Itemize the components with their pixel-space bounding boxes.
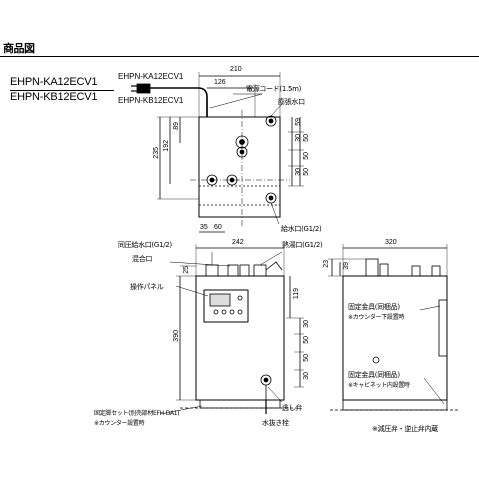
hot-outlet-spout [265,261,283,271]
dim-192: 192 [163,140,170,152]
label-counter-note: ※カウンター設置時 [94,420,145,427]
model-divider [10,90,114,91]
dim-390: 390 [173,330,180,342]
dim-30a: 30 [295,134,302,142]
leader-bracket-2 [423,377,445,405]
label-pressure-inlet: 同圧給水口(G1/2) [118,241,172,249]
label-relief-valve: 逃し弁 [282,404,303,412]
mix-port-fitting [227,264,239,277]
fixing-bracket [438,299,448,357]
leader-overflow [270,103,283,117]
power-cord [150,87,208,117]
fixing-legs [199,399,281,409]
front-view-unit [159,244,304,415]
hot-outlet-fitting [253,264,267,277]
label-drain-plug: 水抜き栓 [262,419,289,427]
leader-mix-port [169,261,231,267]
dim-50a: 50 [303,134,310,142]
label-mix-port: 混合口 [132,255,153,263]
dim-59: 59 [295,118,302,126]
label-fixing-bracket-2: 固定金具(同梱品) [348,371,400,379]
label-power-cord: 電源コード(1.5m) [246,85,302,93]
top-view-unit [131,72,304,233]
dim-front-50b: 50 [303,354,310,362]
dim-126: 126 [214,79,226,86]
dim-242: 242 [232,239,244,246]
dim-210: 210 [230,66,242,73]
leader-relief [267,386,283,403]
top-model-tag-2: EHPN-KB12ECV1 [118,96,184,105]
leader-hot-outlet [259,251,283,266]
dim-235: 235 [153,147,160,159]
label-hot-outlet: 熱湯口(G1/2) [282,241,323,249]
leader-control-panel [175,285,209,297]
dim-35: 35 [200,224,208,231]
dim-30b: 30 [295,168,302,176]
dim-25: 25 [183,266,190,274]
side-view-unit [328,244,460,411]
side-base [342,399,448,411]
dim-front-30b: 30 [303,372,310,380]
dim-23: 23 [323,260,330,268]
label-control-panel: 操作パネル [130,283,164,291]
dim-front-50a: 50 [303,336,310,344]
leader-inlet [270,202,280,225]
label-fixing-set: 固定脚セット(別売部材EFH-DA1) [94,410,180,417]
side-fitting-a [365,258,379,277]
label-fixing-bracket-1: 固定金具(同梱品) [348,303,400,311]
dim-50b: 50 [303,152,310,160]
dim-320: 320 [385,239,397,246]
dim-89: 89 [173,122,180,130]
dim-119: 119 [293,288,300,300]
top-model-tag-1: EHPN-KA12ECV1 [118,72,184,81]
dim-39: 39 [343,262,350,270]
page-title: 商品図 [3,42,35,55]
dim-front-30: 30 [303,320,310,328]
dim-50c: 50 [303,168,310,176]
title-rule [0,56,479,57]
label-cabinet-inside: ※キャビネット内設置時 [348,382,410,389]
label-overflow-port: 膨張水口 [278,98,305,106]
pressure-inlet-fitting [205,264,219,277]
power-plug [136,83,151,94]
panel-display [209,293,231,307]
leader-bracket-1 [419,305,441,311]
label-counter-below: ※カウンター下設置時 [348,314,405,321]
model-name-2: EHPN-KB12ECV1 [10,91,98,103]
control-panel [203,289,249,323]
dim-60: 60 [214,224,222,231]
upper-tank-body [198,116,281,218]
leader-fixing-set [159,405,203,415]
model-name-1: EHPN-KA12ECV1 [10,76,98,88]
label-reducing-valve: ※減圧弁・逆止弁内蔵 [372,425,438,433]
label-inlet: 給水口(G1/2) [281,225,322,233]
